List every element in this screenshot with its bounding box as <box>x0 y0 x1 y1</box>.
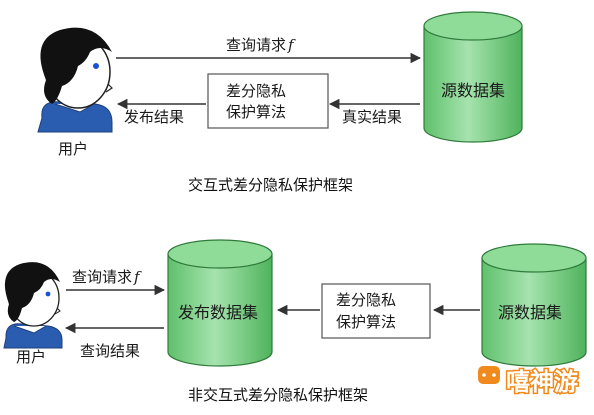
top-caption: 交互式差分隐私保护框架 <box>188 176 353 194</box>
bottom-published-database-label: 发布数据集 <box>178 303 258 322</box>
bottom-query-result-label: 查询结果 <box>80 342 140 360</box>
game-controller-icon <box>478 366 500 384</box>
bottom-source-database-label: 源数据集 <box>498 303 562 322</box>
top-mechanism-line2: 保护算法 <box>226 103 286 121</box>
top-mechanism-line1: 差分隐私 <box>226 82 286 100</box>
bottom-mechanism-line2: 保护算法 <box>336 313 396 331</box>
bottom-mechanism-line1: 差分隐私 <box>336 291 396 309</box>
bottom-published-database-icon <box>167 239 273 367</box>
bottom-caption: 非交互式差分隐私保护框架 <box>188 386 368 404</box>
top-source-database-icon <box>423 11 523 143</box>
top-user-label: 用户 <box>58 140 88 158</box>
top-published-result-label: 发布结果 <box>124 108 184 126</box>
bottom-user-avatar-icon <box>3 262 63 349</box>
top-mechanism-box <box>207 73 329 129</box>
watermark: 嘻神游 <box>478 366 580 398</box>
bottom-user-label: 用户 <box>16 348 46 366</box>
top-true-result-label: 真实结果 <box>342 108 402 126</box>
bottom-source-database-icon <box>481 243 587 367</box>
top-source-database-label: 源数据集 <box>441 81 505 100</box>
bottom-mechanism-box <box>321 283 431 339</box>
top-user-avatar-icon <box>37 27 113 133</box>
watermark-text: 嘻神游 <box>506 368 578 396</box>
